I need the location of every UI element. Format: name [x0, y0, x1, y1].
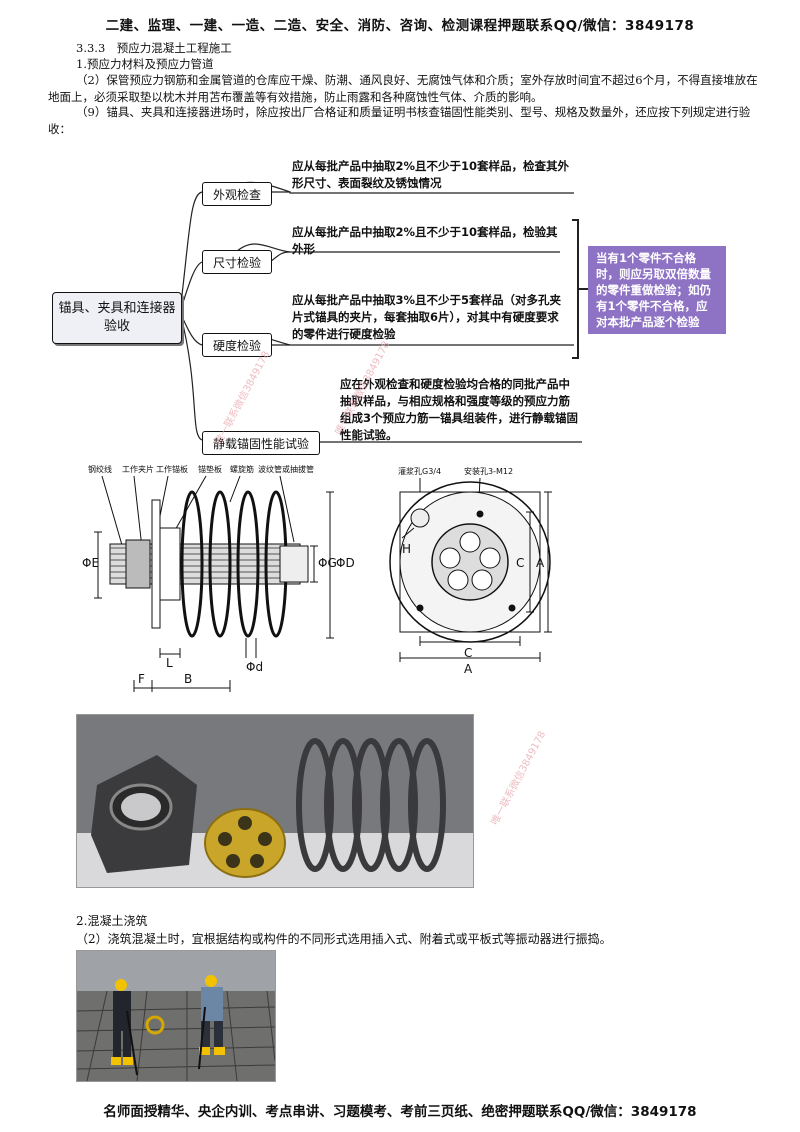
subsection-title: 1.预应力材料及预应力管道 [76, 57, 214, 71]
dim-c-horizontal: C [464, 646, 473, 660]
anchor-diagram: 钢绞线 工作夹片 工作锚板 锚垫板 螺旋筋 波纹管或抽拔管 ΦE ΦG ΦD L… [80, 462, 640, 692]
anchor-side-view [94, 475, 334, 692]
dim-phi-d: ΦD [336, 556, 355, 570]
dim-a-vertical: A [536, 556, 545, 570]
dim-l: L [166, 656, 173, 670]
label-work-clip: 工作夹片 [122, 465, 154, 474]
page-footer: 名师面授精华、央企内训、考点串讲、习题模考、考前三页纸、绝密押题联系QQ/微信：… [103, 1104, 697, 1120]
concrete-vibrating-photo [76, 950, 276, 1082]
branch-hardness-check: 硬度检验 [202, 333, 272, 357]
dim-c-vertical: C [516, 556, 525, 570]
section-heading: 3.3.3 预应力混凝土工程施工 [76, 41, 232, 55]
page-header: 二建、监理、一建、一造、二造、安全、消防、咨询、检测课程押题联系QQ/微信：38… [105, 18, 695, 34]
anchor-photo-illustration [77, 715, 473, 887]
subsection-title-concrete: 2.混凝土浇筑 [76, 914, 148, 928]
anchor-end-view [389, 477, 552, 662]
label-steel-strand: 钢绞线 [88, 465, 112, 474]
dim-h: H [402, 542, 412, 556]
retest-note: 当有1个零件不合格时，则应另取双倍数量的零件重做检验；如仍有1个零件不合格，应对… [588, 246, 726, 334]
dim-phi-g: ΦG [318, 556, 337, 570]
watermark-text: 唯一联系微信3849178 [489, 729, 549, 828]
dim-phi-e: ΦE [82, 556, 100, 570]
desc-hardness-check: 应从每批产品中抽取3%且不少于5套样品（对多孔夹片式锚具的夹片，每套抽取6片），… [292, 293, 562, 341]
dim-f: F [138, 672, 145, 686]
dim-a-horizontal: A [464, 662, 473, 676]
desc-dimension-check: 应从每批产品中抽取2%且不少于10套样品，检验其外形 [292, 225, 558, 256]
label-spiral-rebar: 螺旋筋 [230, 465, 254, 474]
label-bearing-plate: 锚垫板 [198, 465, 222, 474]
paragraph-anchor-acceptance: （9）锚具、夹具和连接器进场时，除应按出厂合格证和质量证明书核查锚固性能类别、型… [48, 105, 751, 136]
label-grout-hole: 灌浆孔G3/4 [398, 467, 442, 476]
desc-appearance-check: 应从每批产品中抽取2%且不少于10套样品，检查其外形尺寸、表面裂纹及锈蚀情况 [292, 159, 570, 190]
desc-static-load-test: 应在外观检查和硬度检验均合格的同批产品中抽取样品，与相应规格和强度等级的预应力筋… [340, 377, 578, 442]
label-duct: 波纹管或抽拔管 [258, 465, 314, 474]
paragraph-storage: （2）保管预应力钢筋和金属管道的仓库应干燥、防潮、通风良好、无腐蚀气体和介质；室… [48, 73, 758, 104]
branch-dimension-check: 尺寸检验 [202, 250, 272, 274]
branch-static-load-test: 静载锚固性能试验 [202, 431, 320, 455]
mindmap-root: 锚具、夹具和连接器验收 [52, 292, 182, 344]
dim-phi-d-small: Φd [246, 660, 264, 674]
label-work-anchor-plate: 工作锚板 [156, 465, 188, 474]
anchor-components-photo [76, 714, 474, 888]
workers-photo-illustration [77, 951, 275, 1081]
paragraph-vibrate: （2）浇筑混凝土时，宜根据结构或构件的不同形式选用插入式、附着式或平板式等振动器… [76, 932, 612, 946]
label-mounting-hole: 安装孔3-M12 [464, 467, 514, 476]
dim-b: B [184, 672, 193, 686]
branch-appearance-check: 外观检查 [202, 182, 272, 206]
